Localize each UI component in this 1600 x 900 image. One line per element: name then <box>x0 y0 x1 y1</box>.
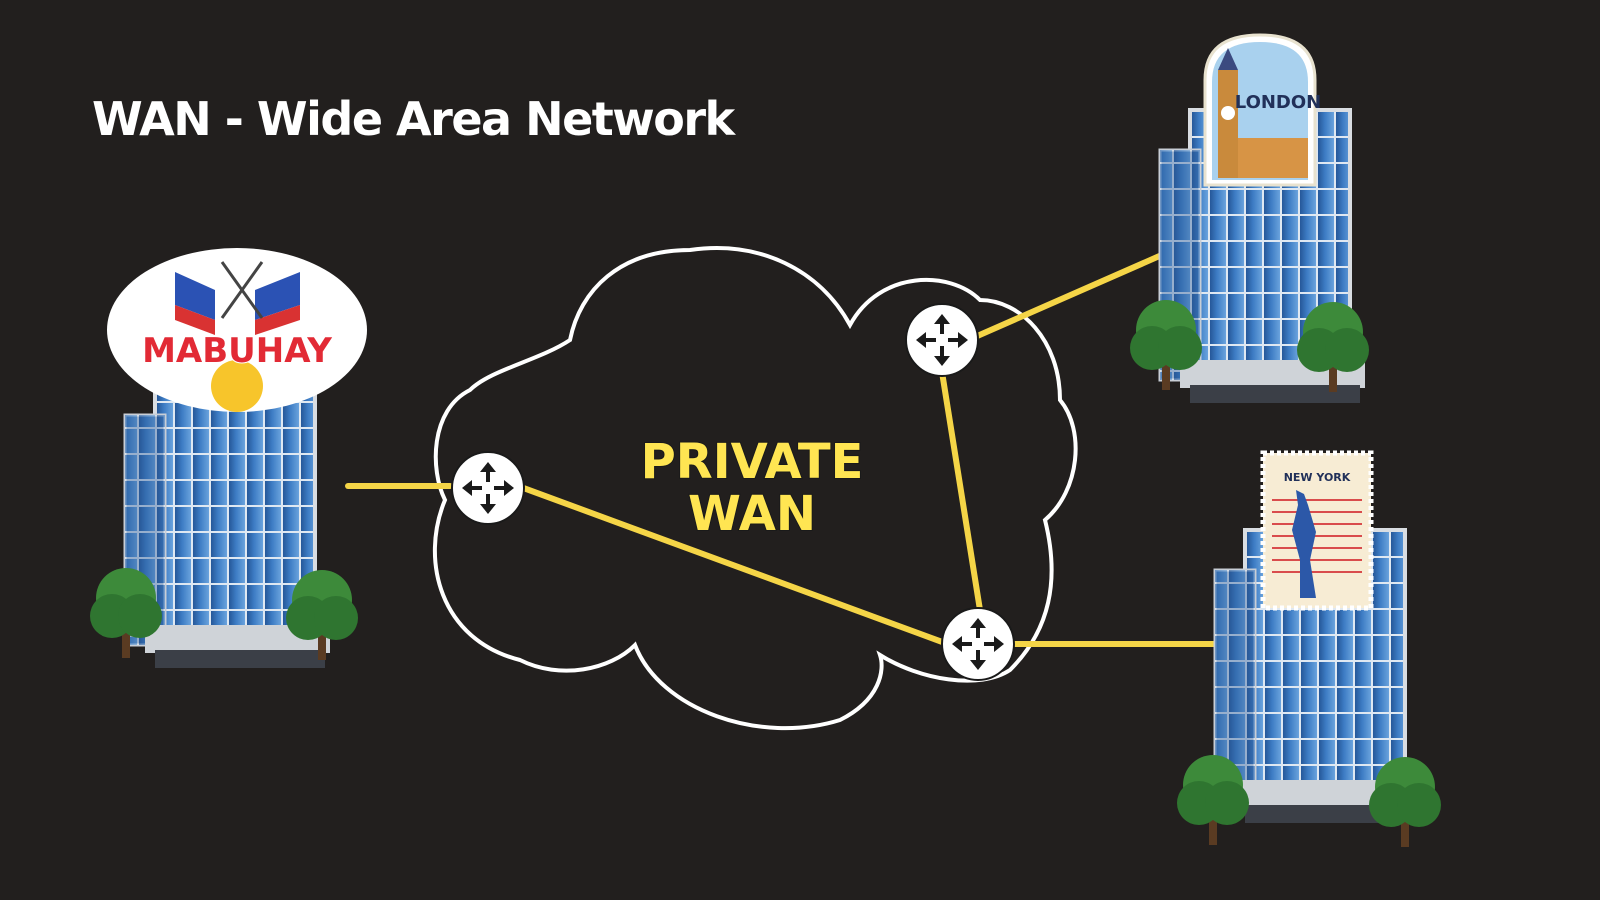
newyork-site: NEW YORK <box>1177 450 1441 847</box>
router-icon <box>941 607 1015 681</box>
mabuhay-sticker: MABUHAY <box>107 248 367 412</box>
router-icon <box>451 451 525 525</box>
newyork-stamp: NEW YORK <box>1260 450 1374 611</box>
mabuhay-text: MABUHAY <box>142 331 332 371</box>
router-icon <box>905 303 979 377</box>
london-site: LONDON <box>1130 33 1369 405</box>
london-sticker: LONDON <box>1203 33 1322 187</box>
cloud-label-line1: PRIVATE <box>641 434 864 490</box>
london-text: LONDON <box>1235 92 1322 113</box>
page-title: WAN - Wide Area Network <box>92 92 735 146</box>
link-router-b-router-c <box>939 369 983 613</box>
cloud-label-line2: WAN <box>688 486 816 542</box>
manila-site: MABUHAY <box>90 248 367 670</box>
private-wan-cloud <box>432 246 1078 731</box>
newyork-text: NEW YORK <box>1284 471 1351 484</box>
link-router-a-router-c <box>515 483 948 646</box>
